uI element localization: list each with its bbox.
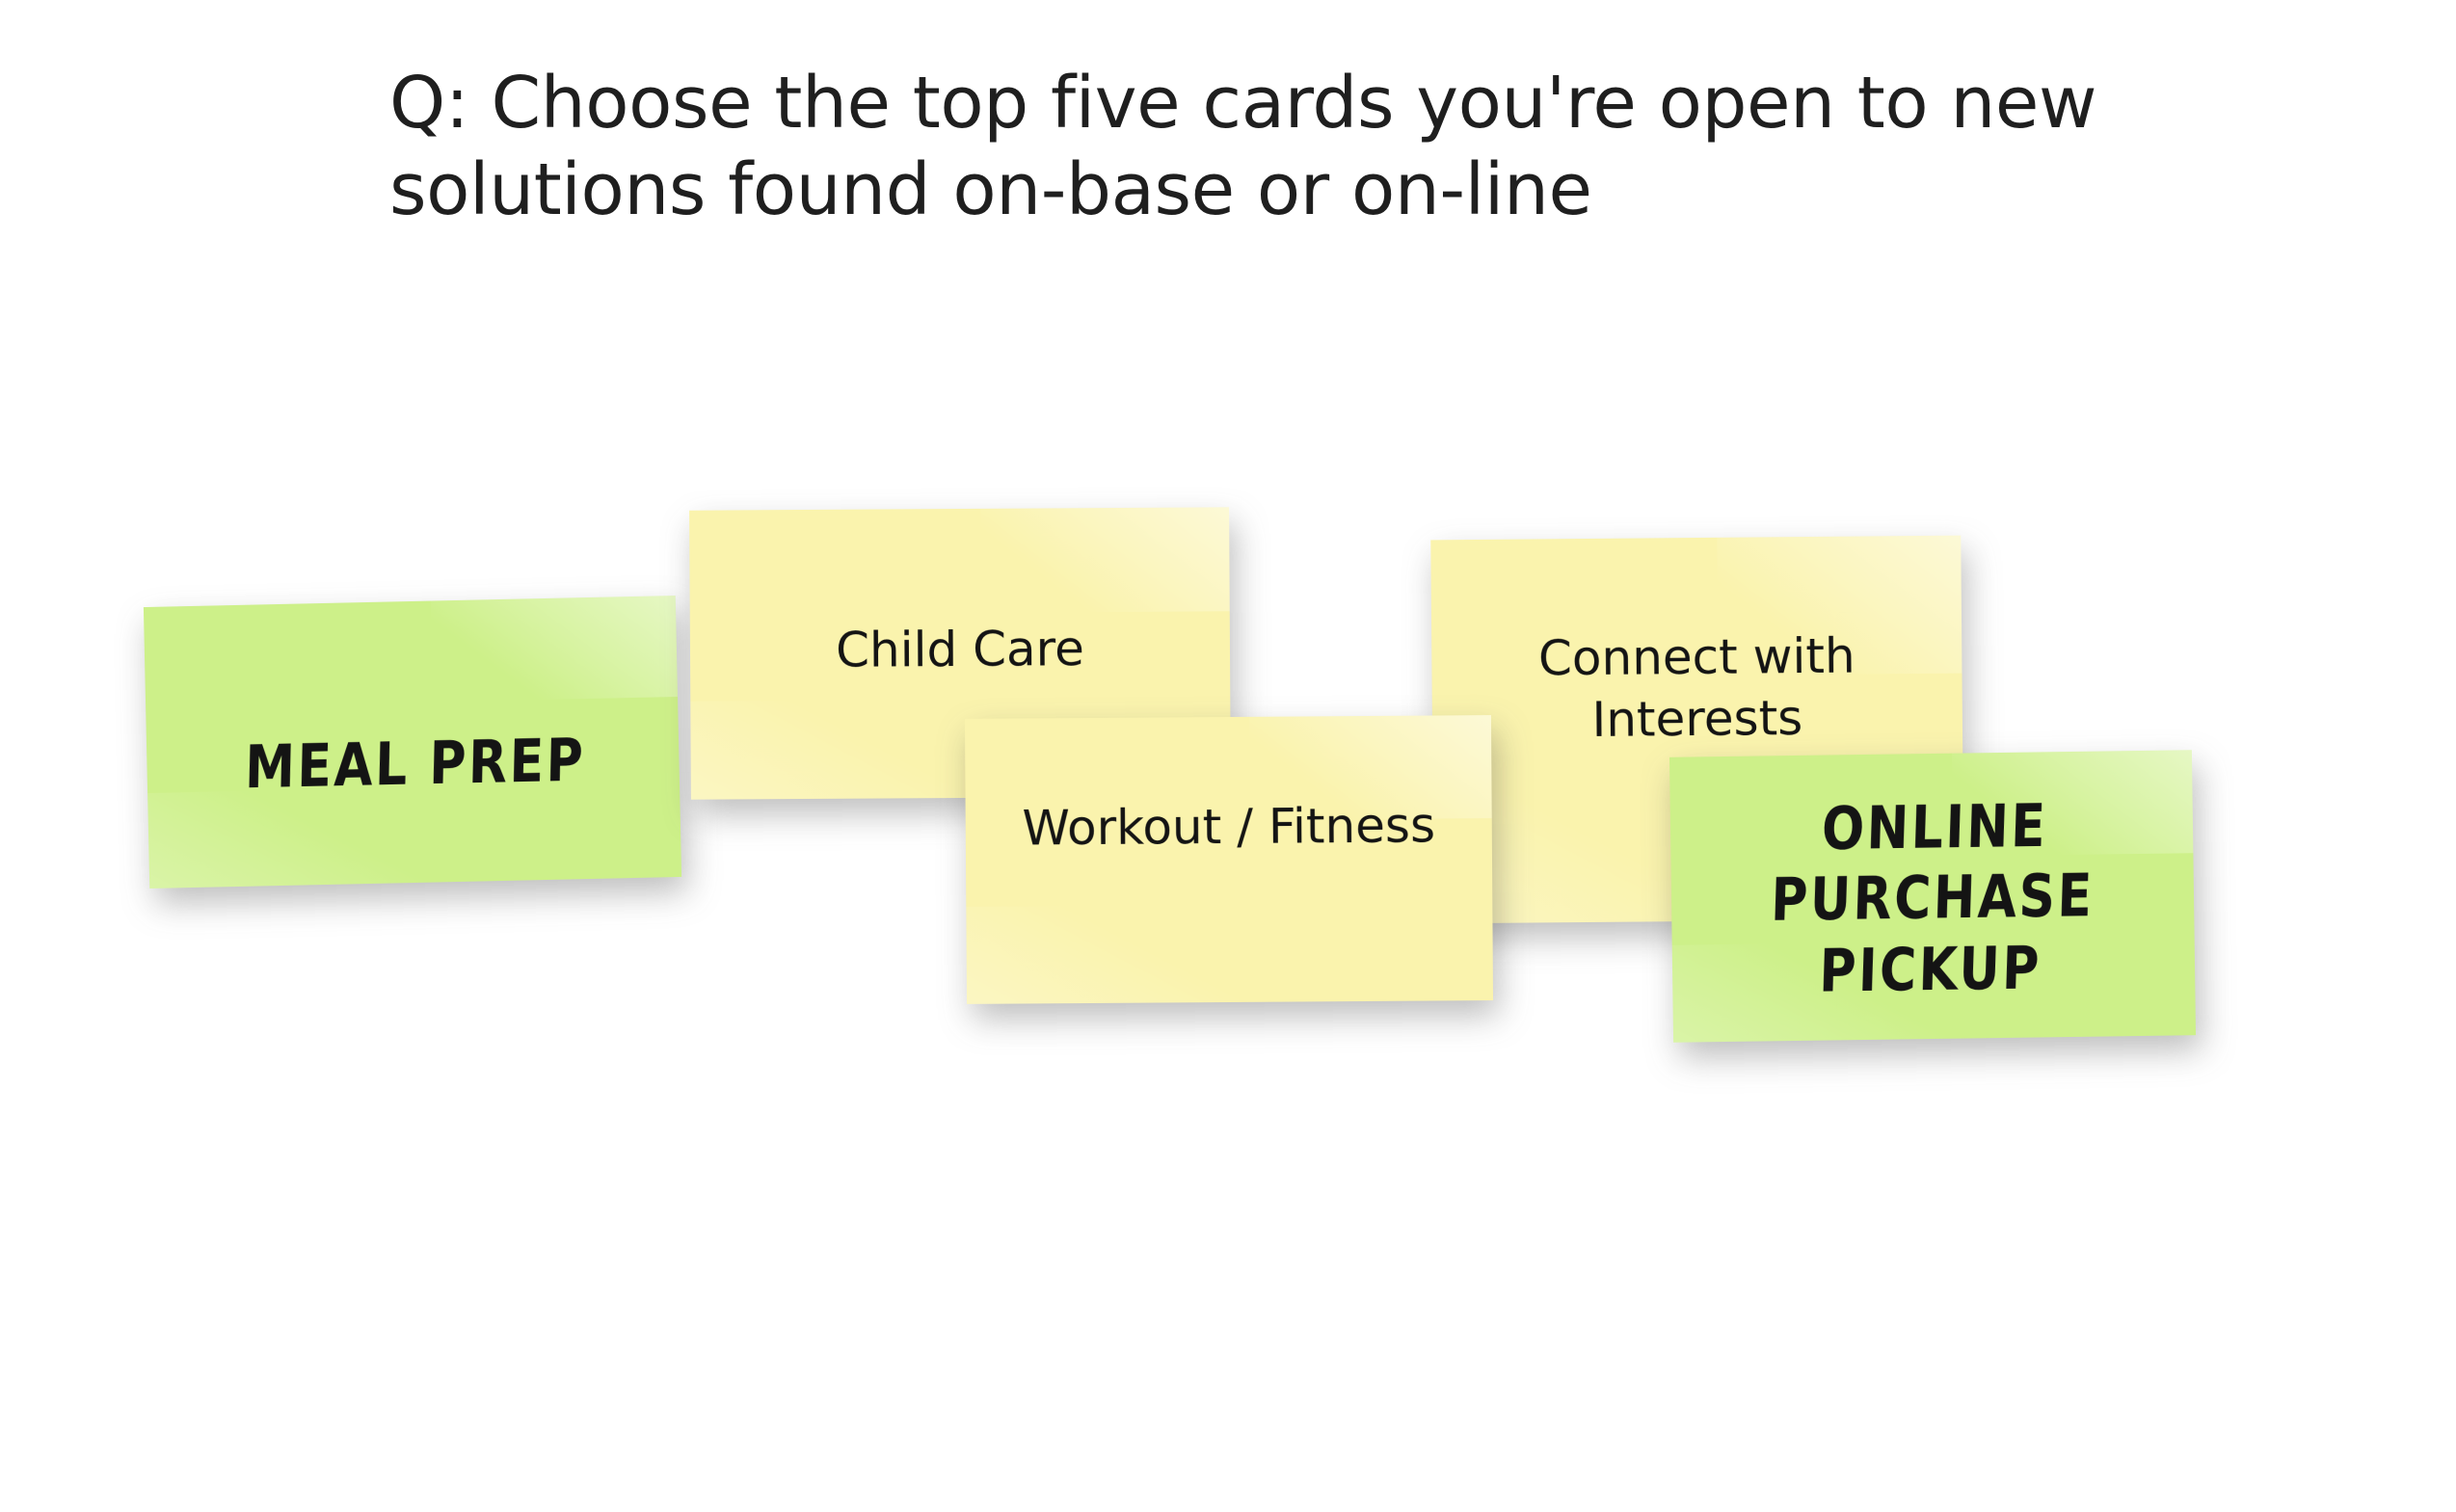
- sticky-note-workout-fitness[interactable]: Workout / Fitness: [964, 715, 1494, 1004]
- page-title: Q: Choose the top five cards you're open…: [389, 62, 2097, 232]
- sticky-note-label: Workout / Fitness: [1022, 797, 1436, 857]
- sticky-note-meal-prep[interactable]: MEAL PREP: [143, 596, 682, 889]
- sticky-note-label: MEAL PREP: [244, 726, 586, 803]
- sticky-note-label: Child Care: [835, 621, 1085, 678]
- sticky-note-label: Connect with Interests: [1537, 627, 1855, 748]
- sticky-note-online-purchase-pickup[interactable]: ONLINE PURCHASE PICKUP: [1668, 750, 2197, 1043]
- sticky-note-label: ONLINE PURCHASE PICKUP: [1770, 792, 2096, 1006]
